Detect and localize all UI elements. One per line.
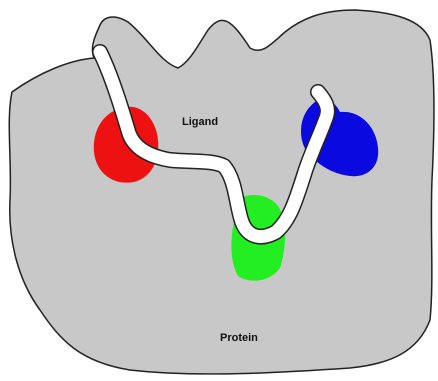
protein-body — [9, 10, 434, 374]
protein-label: Protein — [220, 332, 258, 344]
ligand-label: Ligand — [182, 116, 218, 128]
